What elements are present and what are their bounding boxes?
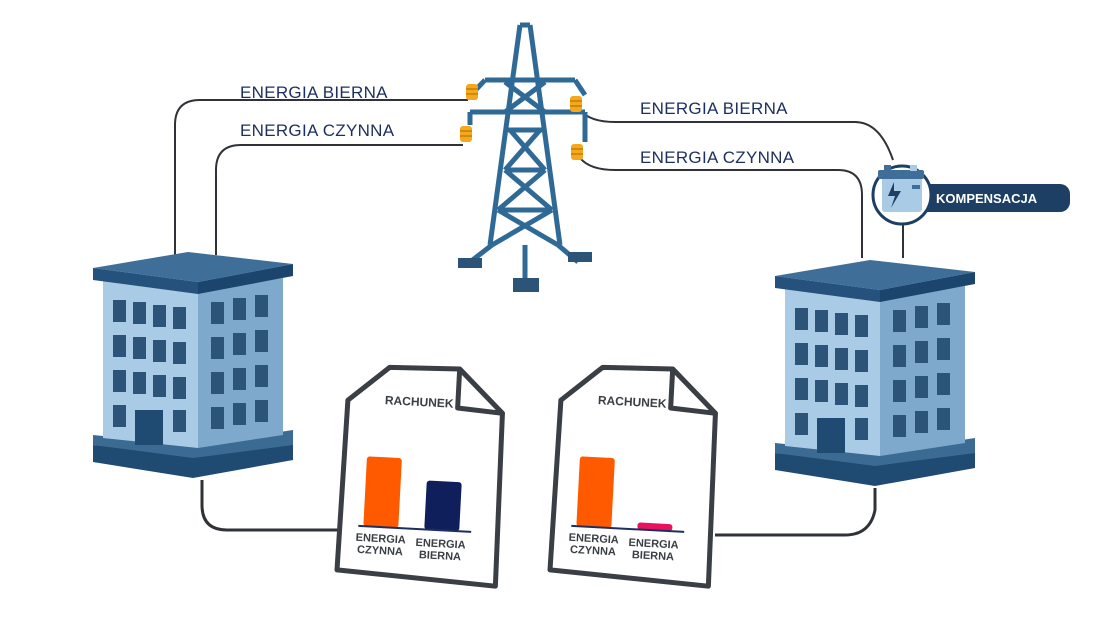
bill-right: RACHUNEK ENERGIA CZYNNA ENERGIA BIERNA <box>547 364 718 589</box>
building-left-icon <box>93 252 293 478</box>
bar-reactive <box>424 480 462 532</box>
compensation-badge: KOMPENSACJA <box>871 164 1070 226</box>
insulator-icon <box>465 83 479 101</box>
transmission-tower-icon <box>458 22 592 292</box>
bar-label: BIERNA <box>632 549 675 563</box>
bar-label: ENERGIA <box>568 532 619 547</box>
insulator-icon <box>570 143 584 161</box>
battery-icon <box>878 165 924 212</box>
bill-title: RACHUNEK <box>598 393 668 411</box>
insulator-icon <box>569 95 583 113</box>
bar-label: CZYNNA <box>357 544 403 558</box>
label-right-reactive: ENERGIA BIERNA <box>640 99 788 118</box>
label-left-reactive: ENERGIA BIERNA <box>240 83 388 102</box>
bar-label: ENERGIA <box>415 537 466 552</box>
building-right-icon <box>775 260 975 486</box>
bar-label: ENERGIA <box>628 537 679 552</box>
bill-left: RACHUNEK ENERGIA CZYNNA ENERGIA BIERNA <box>334 364 505 589</box>
bar-label: BIERNA <box>419 549 462 563</box>
power-lines <box>174 99 904 537</box>
insulator-icon <box>459 125 473 143</box>
bar-label: ENERGIA <box>355 532 406 547</box>
bar-label: CZYNNA <box>570 544 616 558</box>
compensation-label: KOMPENSACJA <box>936 191 1038 206</box>
bar-active <box>363 456 402 528</box>
bill-title: RACHUNEK <box>385 393 455 411</box>
bar-active <box>576 456 615 528</box>
label-right-active: ENERGIA CZYNNA <box>640 148 795 167</box>
label-left-active: ENERGIA CZYNNA <box>240 121 395 140</box>
